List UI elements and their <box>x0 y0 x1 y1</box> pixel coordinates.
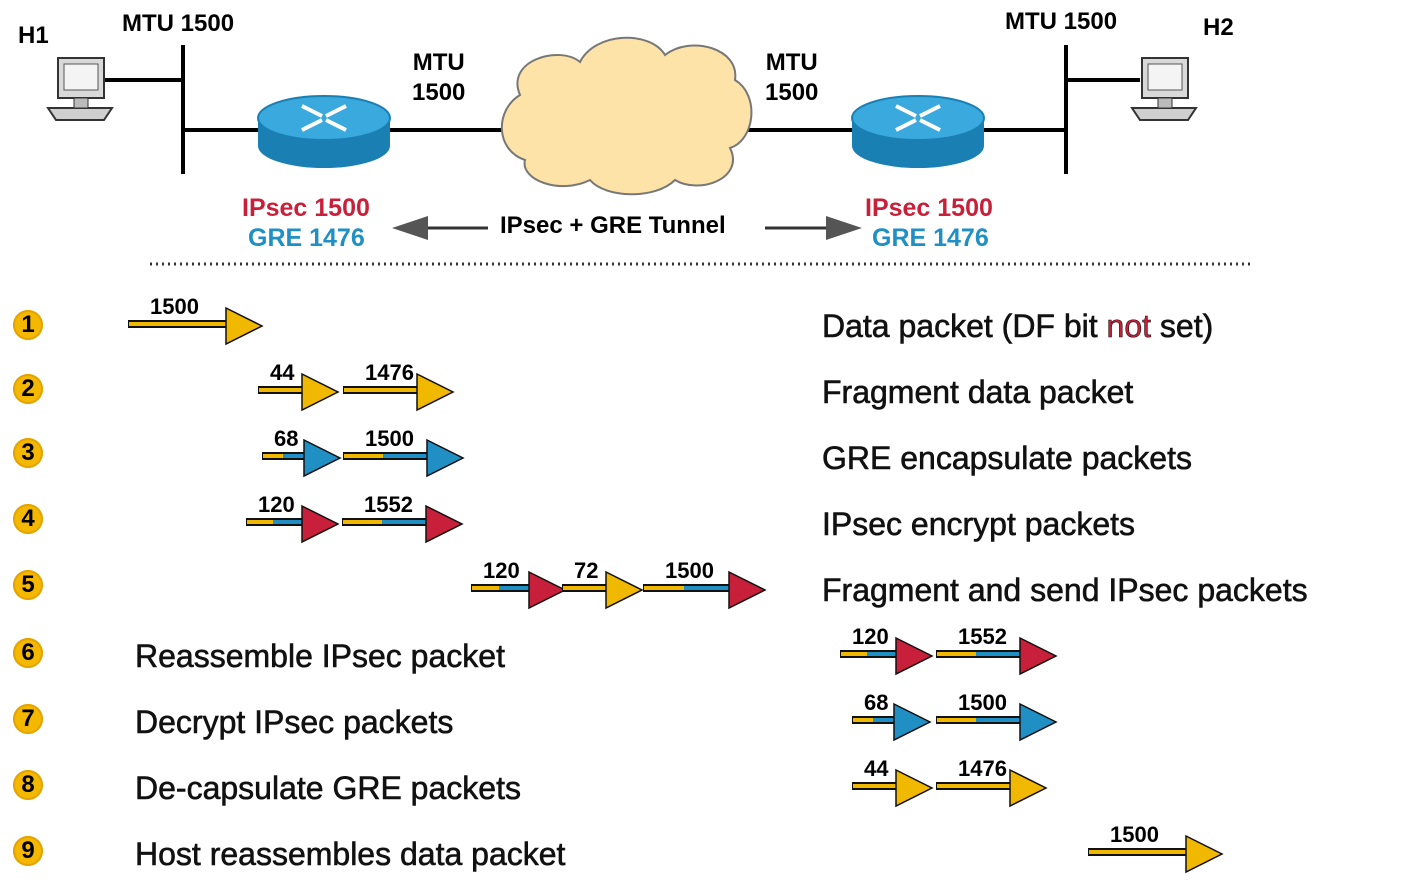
packet-size-label: 1500 <box>665 558 714 583</box>
packet-size-label: 68 <box>274 426 298 451</box>
left-gre-mtu: GRE 1476 <box>248 224 365 252</box>
computer-icon <box>1130 57 1198 121</box>
host-h1-label: H1 <box>18 22 49 49</box>
packet-arrow <box>471 570 567 610</box>
step-description: Reassemble IPsec packet <box>135 638 506 675</box>
packet-size-label: 1476 <box>958 756 1007 781</box>
packet-size-label: 44 <box>864 756 889 781</box>
packet-size-label: 120 <box>258 492 295 517</box>
step-description: Data packet (DF bit not set) <box>822 308 1214 345</box>
tunnel-arrow-right <box>765 216 862 240</box>
packet-size-label: 1552 <box>958 624 1007 649</box>
packet-arrow <box>343 438 465 478</box>
mtu-left-cloud-line1: MTU <box>412 49 465 76</box>
packet-arrow <box>342 504 464 544</box>
packet-arrow <box>1088 834 1224 874</box>
packet-size-label: 44 <box>270 360 295 385</box>
right-gre-mtu: GRE 1476 <box>872 224 989 252</box>
packet-arrow <box>936 636 1058 676</box>
packet-arrow <box>936 702 1058 742</box>
left-ipsec-mtu: IPsec 1500 <box>242 194 370 222</box>
router-icon <box>851 95 985 168</box>
mtu-right-cloud-line1: MTU <box>765 49 818 76</box>
packet-arrow <box>840 636 934 676</box>
router-icon <box>257 95 391 168</box>
step-description-part: Data packet (DF bit <box>822 308 1107 345</box>
step-description-part: set) <box>1151 308 1214 345</box>
step-number-badge: 7 <box>13 704 43 734</box>
packet-arrow <box>852 702 932 742</box>
step-number-badge: 3 <box>13 438 43 468</box>
packet-size-label: 1500 <box>1110 822 1159 847</box>
packet-arrow <box>258 372 340 412</box>
packet-arrow <box>343 372 455 412</box>
step-number-badge: 8 <box>13 770 43 800</box>
computer-icon <box>46 57 114 121</box>
packet-arrow <box>562 570 644 610</box>
mtu-right-host-label: MTU 1500 <box>1005 8 1118 35</box>
packet-size-label: 120 <box>852 624 889 649</box>
packet-size-label: 1476 <box>365 360 414 385</box>
step-description: GRE encapsulate packets <box>822 440 1193 477</box>
packet-size-label: 72 <box>574 558 598 583</box>
step-description: Decrypt IPsec packets <box>135 704 454 741</box>
mtu-left-cloud-line2: 1500 <box>412 79 466 106</box>
mtu-right-cloud-line2: 1500 <box>765 79 819 106</box>
packet-arrow <box>643 570 767 610</box>
step-number-badge: 9 <box>13 836 43 866</box>
step-description: Fragment data packet <box>822 374 1134 411</box>
right-ipsec-mtu: IPsec 1500 <box>865 194 993 222</box>
mtu-left-cloud-label: MTU 1500 <box>412 48 465 108</box>
packet-arrow <box>852 768 934 808</box>
step-number-badge: 4 <box>13 504 43 534</box>
host-h2-label: H2 <box>1203 14 1234 41</box>
tunnel-arrow-left <box>392 216 488 240</box>
packet-size-label: 1500 <box>150 294 199 319</box>
mtu-right-cloud-label: MTU 1500 <box>765 48 818 108</box>
packet-size-label: 1552 <box>364 492 413 517</box>
packet-arrow <box>262 438 342 478</box>
step-description: Fragment and send IPsec packets <box>822 572 1308 609</box>
packet-size-label: 120 <box>483 558 520 583</box>
step-number-badge: 5 <box>13 570 43 600</box>
step-number-badge: 6 <box>13 638 43 668</box>
step-number-badge: 1 <box>13 310 43 340</box>
cloud-icon <box>500 36 753 196</box>
packets-layer: 1500 44 1476 68 1500 120 1552 120 72 1500 120 1552 6… <box>128 294 1224 874</box>
tunnel-label: IPsec + GRE Tunnel <box>500 212 726 239</box>
mtu-left-host-label: MTU 1500 <box>122 10 235 37</box>
packet-size-label: 1500 <box>365 426 414 451</box>
packet-size-label: 1500 <box>958 690 1007 715</box>
packet-arrow <box>246 504 340 544</box>
step-description: De-capsulate GRE packets <box>135 770 522 807</box>
step-description: Host reassembles data packet <box>135 836 566 873</box>
step-number-badge: 2 <box>13 374 43 404</box>
step-description: IPsec encrypt packets <box>822 506 1136 543</box>
step-description-emphasis: not <box>1106 308 1152 345</box>
packet-arrow <box>128 306 264 346</box>
packet-size-label: 68 <box>864 690 888 715</box>
packet-arrow <box>936 768 1048 808</box>
